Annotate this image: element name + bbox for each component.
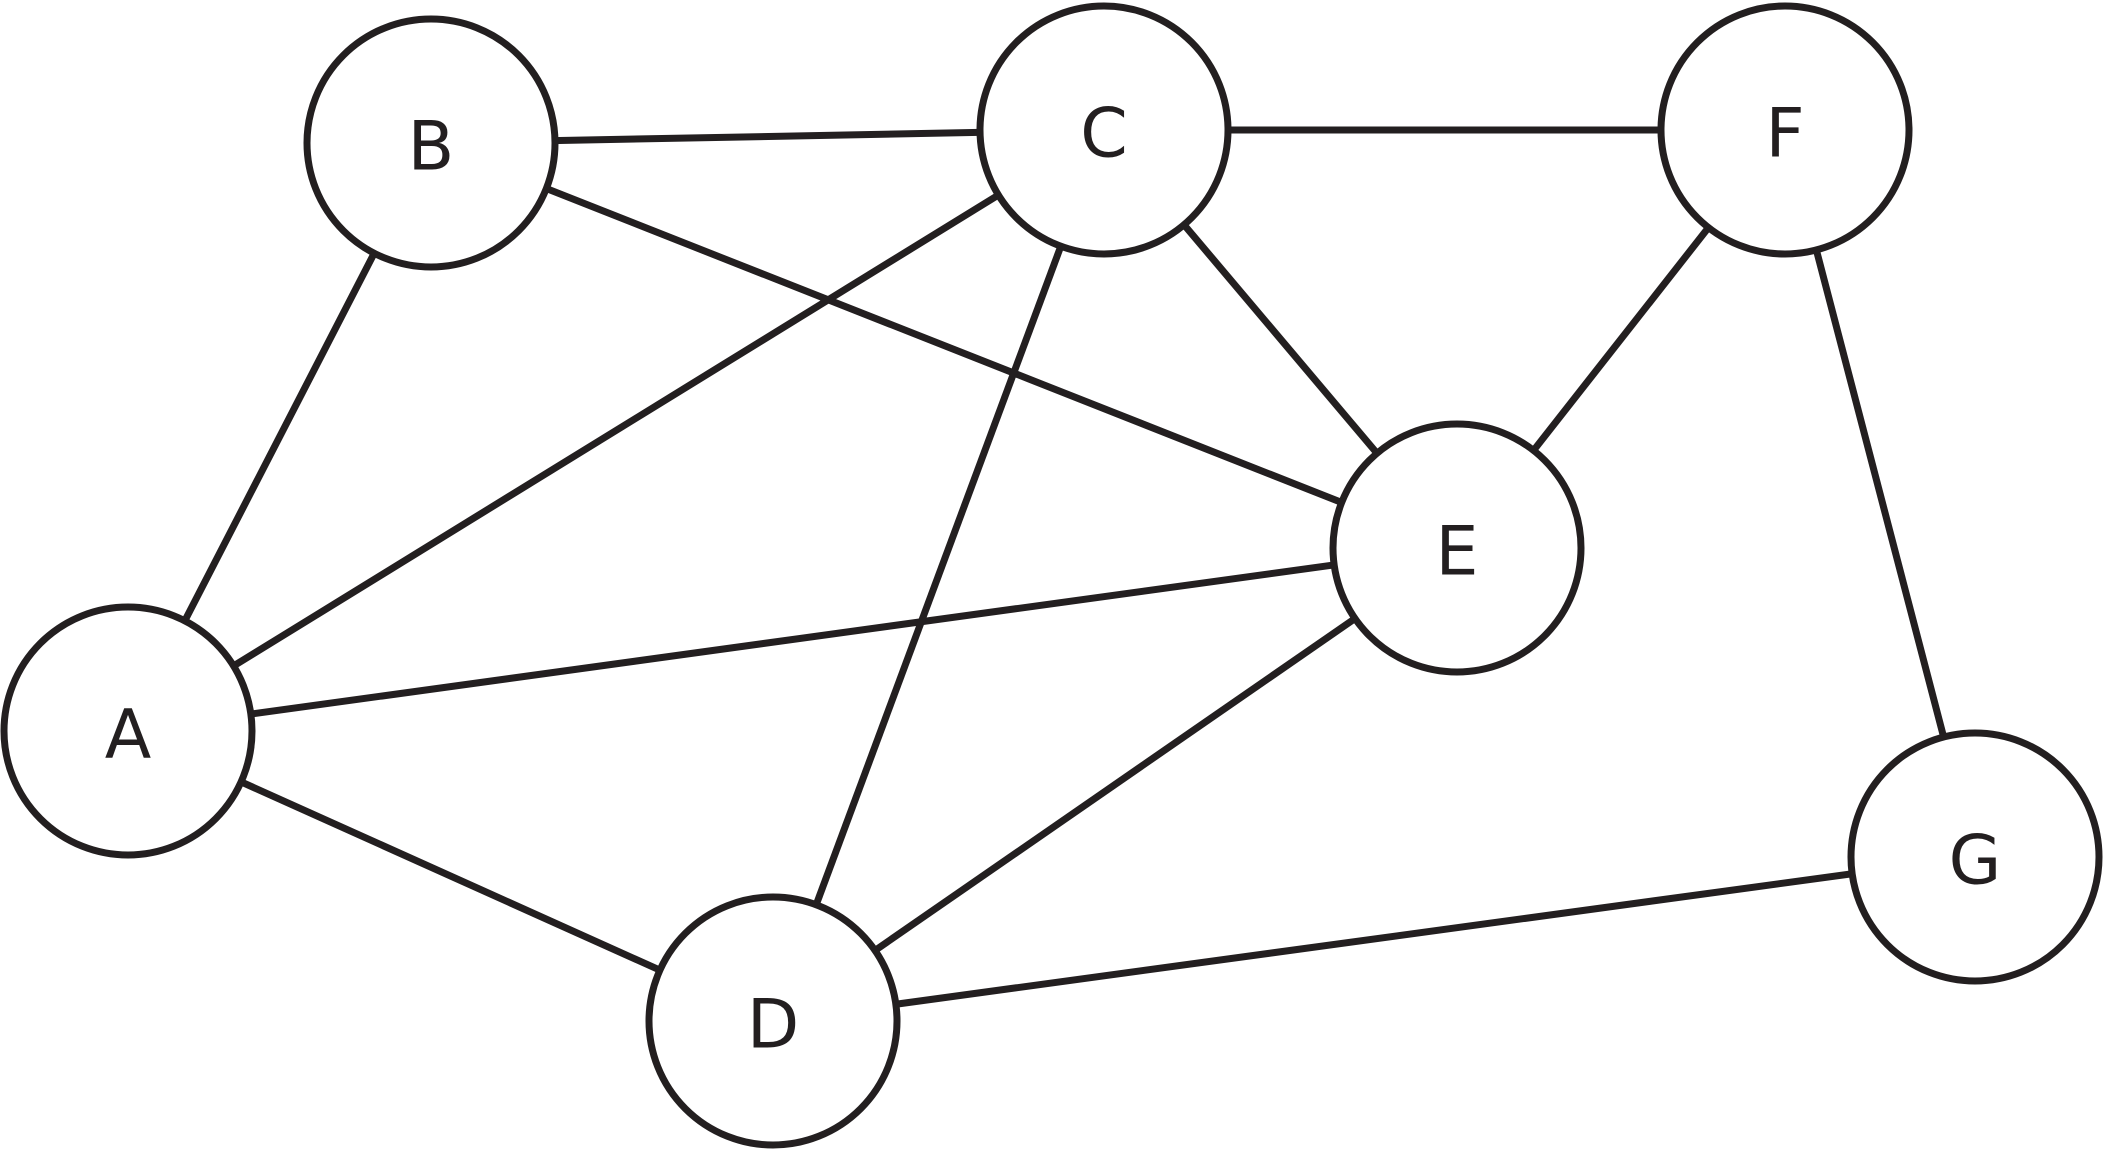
node-label-e: E	[1436, 513, 1479, 592]
node-circle-c	[976, 2, 1232, 258]
edge-a-c	[126, 127, 1106, 734]
node-d: D	[645, 893, 901, 1149]
edge-d-g	[772, 853, 1976, 1025]
node-c: C	[976, 2, 1232, 258]
node-a: A	[0, 603, 256, 859]
node-e: E	[1329, 420, 1585, 676]
node-b: B	[303, 15, 559, 271]
node-label-g: G	[1949, 822, 2002, 901]
node-label-b: B	[408, 108, 455, 187]
node-circle-e	[1329, 420, 1585, 676]
edge-b-e	[429, 139, 1459, 552]
node-circle-g	[1847, 729, 2103, 985]
edge-a-e	[127, 544, 1458, 735]
node-circle-f	[1657, 2, 1913, 258]
node-circle-a	[0, 603, 256, 859]
node-label-d: D	[747, 986, 799, 1065]
node-label-f: F	[1765, 95, 1804, 174]
node-label-c: C	[1080, 95, 1127, 174]
node-f: F	[1657, 2, 1913, 258]
edge-c-d	[769, 128, 1108, 1023]
node-circle-b	[303, 15, 559, 271]
node-label-a: A	[105, 696, 152, 775]
node-circle-d	[645, 893, 901, 1149]
edge-d-e	[771, 545, 1459, 1024]
node-g: G	[1847, 729, 2103, 985]
